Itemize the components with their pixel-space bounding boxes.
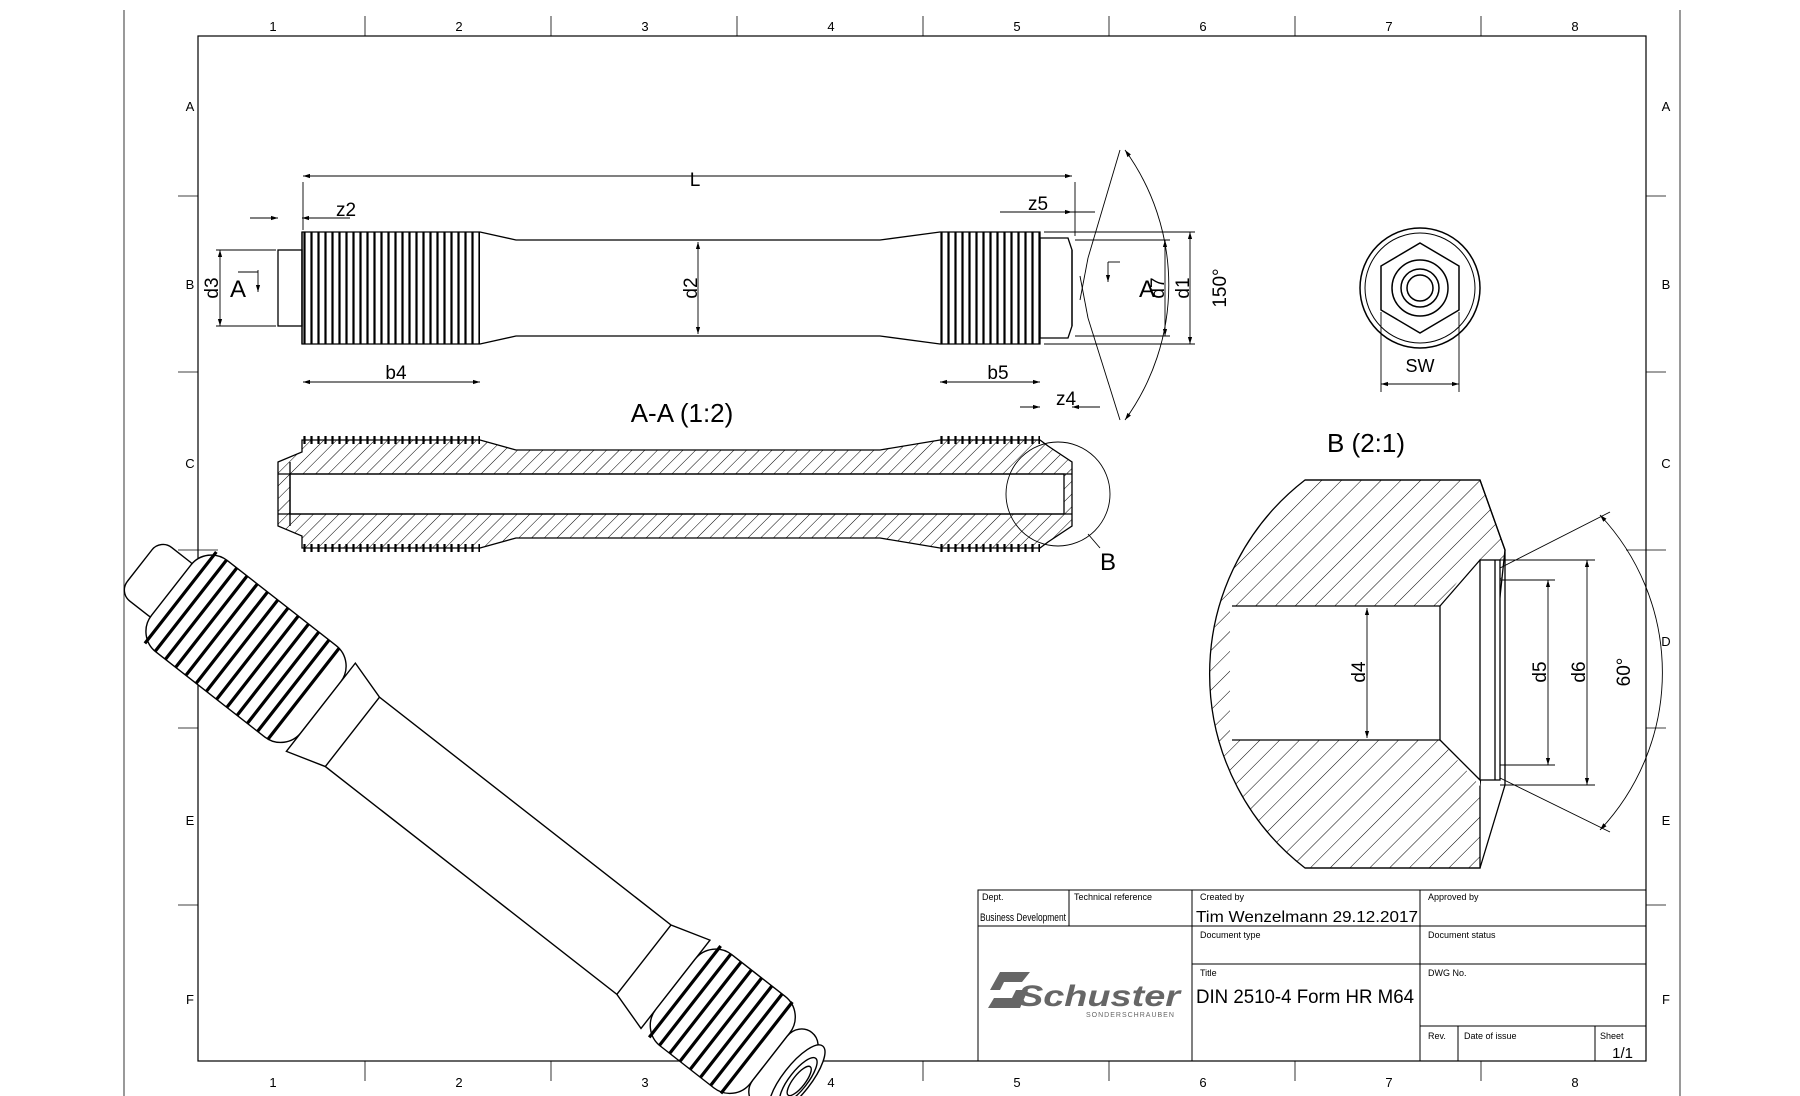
dept-value: Business Development <box>980 912 1066 924</box>
column-label: 6 <box>1199 19 1206 34</box>
column-label: 3 <box>641 1075 648 1090</box>
dim-label-d1: d1 <box>1173 277 1194 298</box>
grid-labels: 1 2 3 4 5 6 7 8 1 2 3 4 5 6 7 8 A B C D … <box>185 19 1670 1090</box>
column-label: 2 <box>455 1075 462 1090</box>
row-label: F <box>186 992 194 1007</box>
dim-label-d4: d4 <box>1349 661 1370 683</box>
column-label: 2 <box>455 19 462 34</box>
row-label: F <box>1662 992 1670 1007</box>
dim-label-b5: b5 <box>987 363 1008 384</box>
dim-label-z2: z2 <box>336 200 356 221</box>
row-label: D <box>1661 634 1670 649</box>
column-label: 1 <box>269 1075 276 1090</box>
detail-view-labels: d4 d5 d6 60° <box>1349 658 1635 687</box>
row-label: A <box>186 99 195 114</box>
logo-text: Schuster <box>1018 980 1183 1013</box>
row-label: C <box>1661 456 1670 471</box>
column-label: 7 <box>1385 19 1392 34</box>
created-by-value: Tim Wenzelmann 29.12.2017 <box>1196 909 1418 926</box>
column-label: 8 <box>1571 19 1578 34</box>
sheet-label: Sheet <box>1600 1031 1624 1041</box>
dim-label-angle: 150° <box>1210 268 1231 307</box>
end-view <box>1359 227 1481 392</box>
section-view-title: A-A (1:2) <box>631 398 734 428</box>
detail-marker-b: B <box>1100 549 1116 576</box>
column-label: 1 <box>269 19 276 34</box>
row-label: B <box>1662 277 1671 292</box>
date-issue-label: Date of issue <box>1464 1031 1517 1041</box>
row-label: B <box>186 277 195 292</box>
column-label: 5 <box>1013 19 1020 34</box>
dim-label-d2: d2 <box>681 277 702 298</box>
tech-ref-label: Technical reference <box>1074 892 1152 902</box>
dept-label: Dept. <box>982 892 1004 902</box>
dim-label-L: L <box>690 170 701 191</box>
column-label: 8 <box>1571 1075 1578 1090</box>
dim-label-d5: d5 <box>1530 661 1551 682</box>
logo-subtext: SONDERSCHRAUBEN <box>1086 1012 1175 1019</box>
column-label: 7 <box>1385 1075 1392 1090</box>
end-view-label-sw: SW <box>1406 356 1435 376</box>
dim-label-d7: d7 <box>1148 277 1169 298</box>
column-label: 3 <box>641 19 648 34</box>
dim-label-d6: d6 <box>1569 661 1590 682</box>
dim-label-z4: z4 <box>1056 389 1077 410</box>
section-view <box>277 436 1111 552</box>
isometric-view <box>123 543 826 1096</box>
row-label: E <box>186 813 195 828</box>
dim-label-b4: b4 <box>385 363 407 384</box>
rev-label: Rev. <box>1428 1031 1446 1041</box>
section-marker-left: A <box>230 276 246 303</box>
column-label: 5 <box>1013 1075 1020 1090</box>
dim-label-z5: z5 <box>1028 194 1048 215</box>
title-block <box>977 889 1647 1062</box>
column-label: 4 <box>827 1075 834 1090</box>
title-label: Title <box>1200 968 1217 978</box>
doc-status-label: Document status <box>1428 930 1496 940</box>
dim-label-d3: d3 <box>202 277 223 298</box>
doc-type-label: Document type <box>1200 930 1261 940</box>
section-marker-right: A <box>1139 276 1155 303</box>
side-view-labels: L z2 z5 b4 b5 z4 d3 d2 d7 d1 150° A A <box>202 170 1231 410</box>
row-label: C <box>185 456 194 471</box>
company-logo: Schuster SONDERSCHRAUBEN <box>988 972 1183 1019</box>
detail-view-title: B (2:1) <box>1327 428 1405 458</box>
title-block-text: Dept. Business Development Technical ref… <box>980 892 1633 1062</box>
created-by-label: Created by <box>1200 892 1245 902</box>
column-label: 4 <box>827 19 834 34</box>
detail-view-dimensions <box>1364 511 1663 833</box>
sheet-value: 1/1 <box>1612 1045 1633 1062</box>
detail-view <box>1209 479 1506 869</box>
dwg-label: DWG No. <box>1428 968 1467 978</box>
column-label: 6 <box>1199 1075 1206 1090</box>
row-label: A <box>1662 99 1671 114</box>
side-view-dimensions <box>216 149 1195 421</box>
dim-label-60: 60° <box>1614 658 1635 687</box>
approved-by-label: Approved by <box>1428 892 1479 902</box>
title-value: DIN 2510-4 Form HR M64 <box>1196 987 1414 1008</box>
row-label: E <box>1662 813 1671 828</box>
side-view <box>277 231 1073 345</box>
